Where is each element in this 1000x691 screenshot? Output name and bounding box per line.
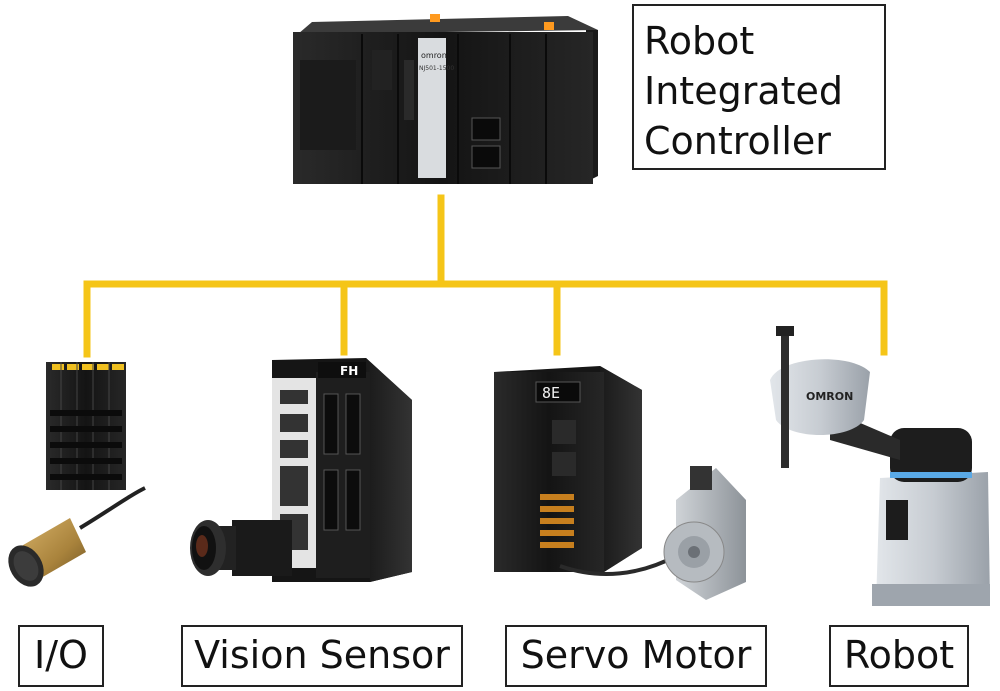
- label-vision-sensor: Vision Sensor: [181, 625, 463, 687]
- robot-brand: OMRON: [806, 390, 853, 403]
- vision-badge: FH: [340, 364, 358, 378]
- controller-brand: omron: [421, 51, 447, 60]
- proximity-sensor-image: [8, 486, 146, 587]
- servo-display: 8E: [542, 384, 560, 402]
- vision-camera-image: [190, 520, 292, 576]
- controller-title-line-1: Robot: [644, 19, 755, 63]
- servo-drive-image: 8E: [494, 366, 642, 572]
- label-servo-motor: Servo Motor: [505, 625, 767, 687]
- robot-image: OMRON: [770, 326, 990, 606]
- label-io: I/O: [18, 625, 104, 687]
- controller-title-line-3: Controller: [644, 119, 831, 163]
- label-robot: Robot: [829, 625, 969, 687]
- io-module-image: [46, 362, 126, 490]
- controller-image: omron NJ501-1500: [293, 14, 598, 184]
- bus-network: [83, 194, 888, 358]
- controller-title-line-2: Integrated: [644, 69, 843, 113]
- vision-controller-image: FH: [272, 358, 412, 582]
- controller-model: NJ501-1500: [419, 65, 454, 72]
- servo-motor-image: [559, 466, 746, 600]
- controller-title-box: Robot Integrated Controller: [632, 4, 886, 170]
